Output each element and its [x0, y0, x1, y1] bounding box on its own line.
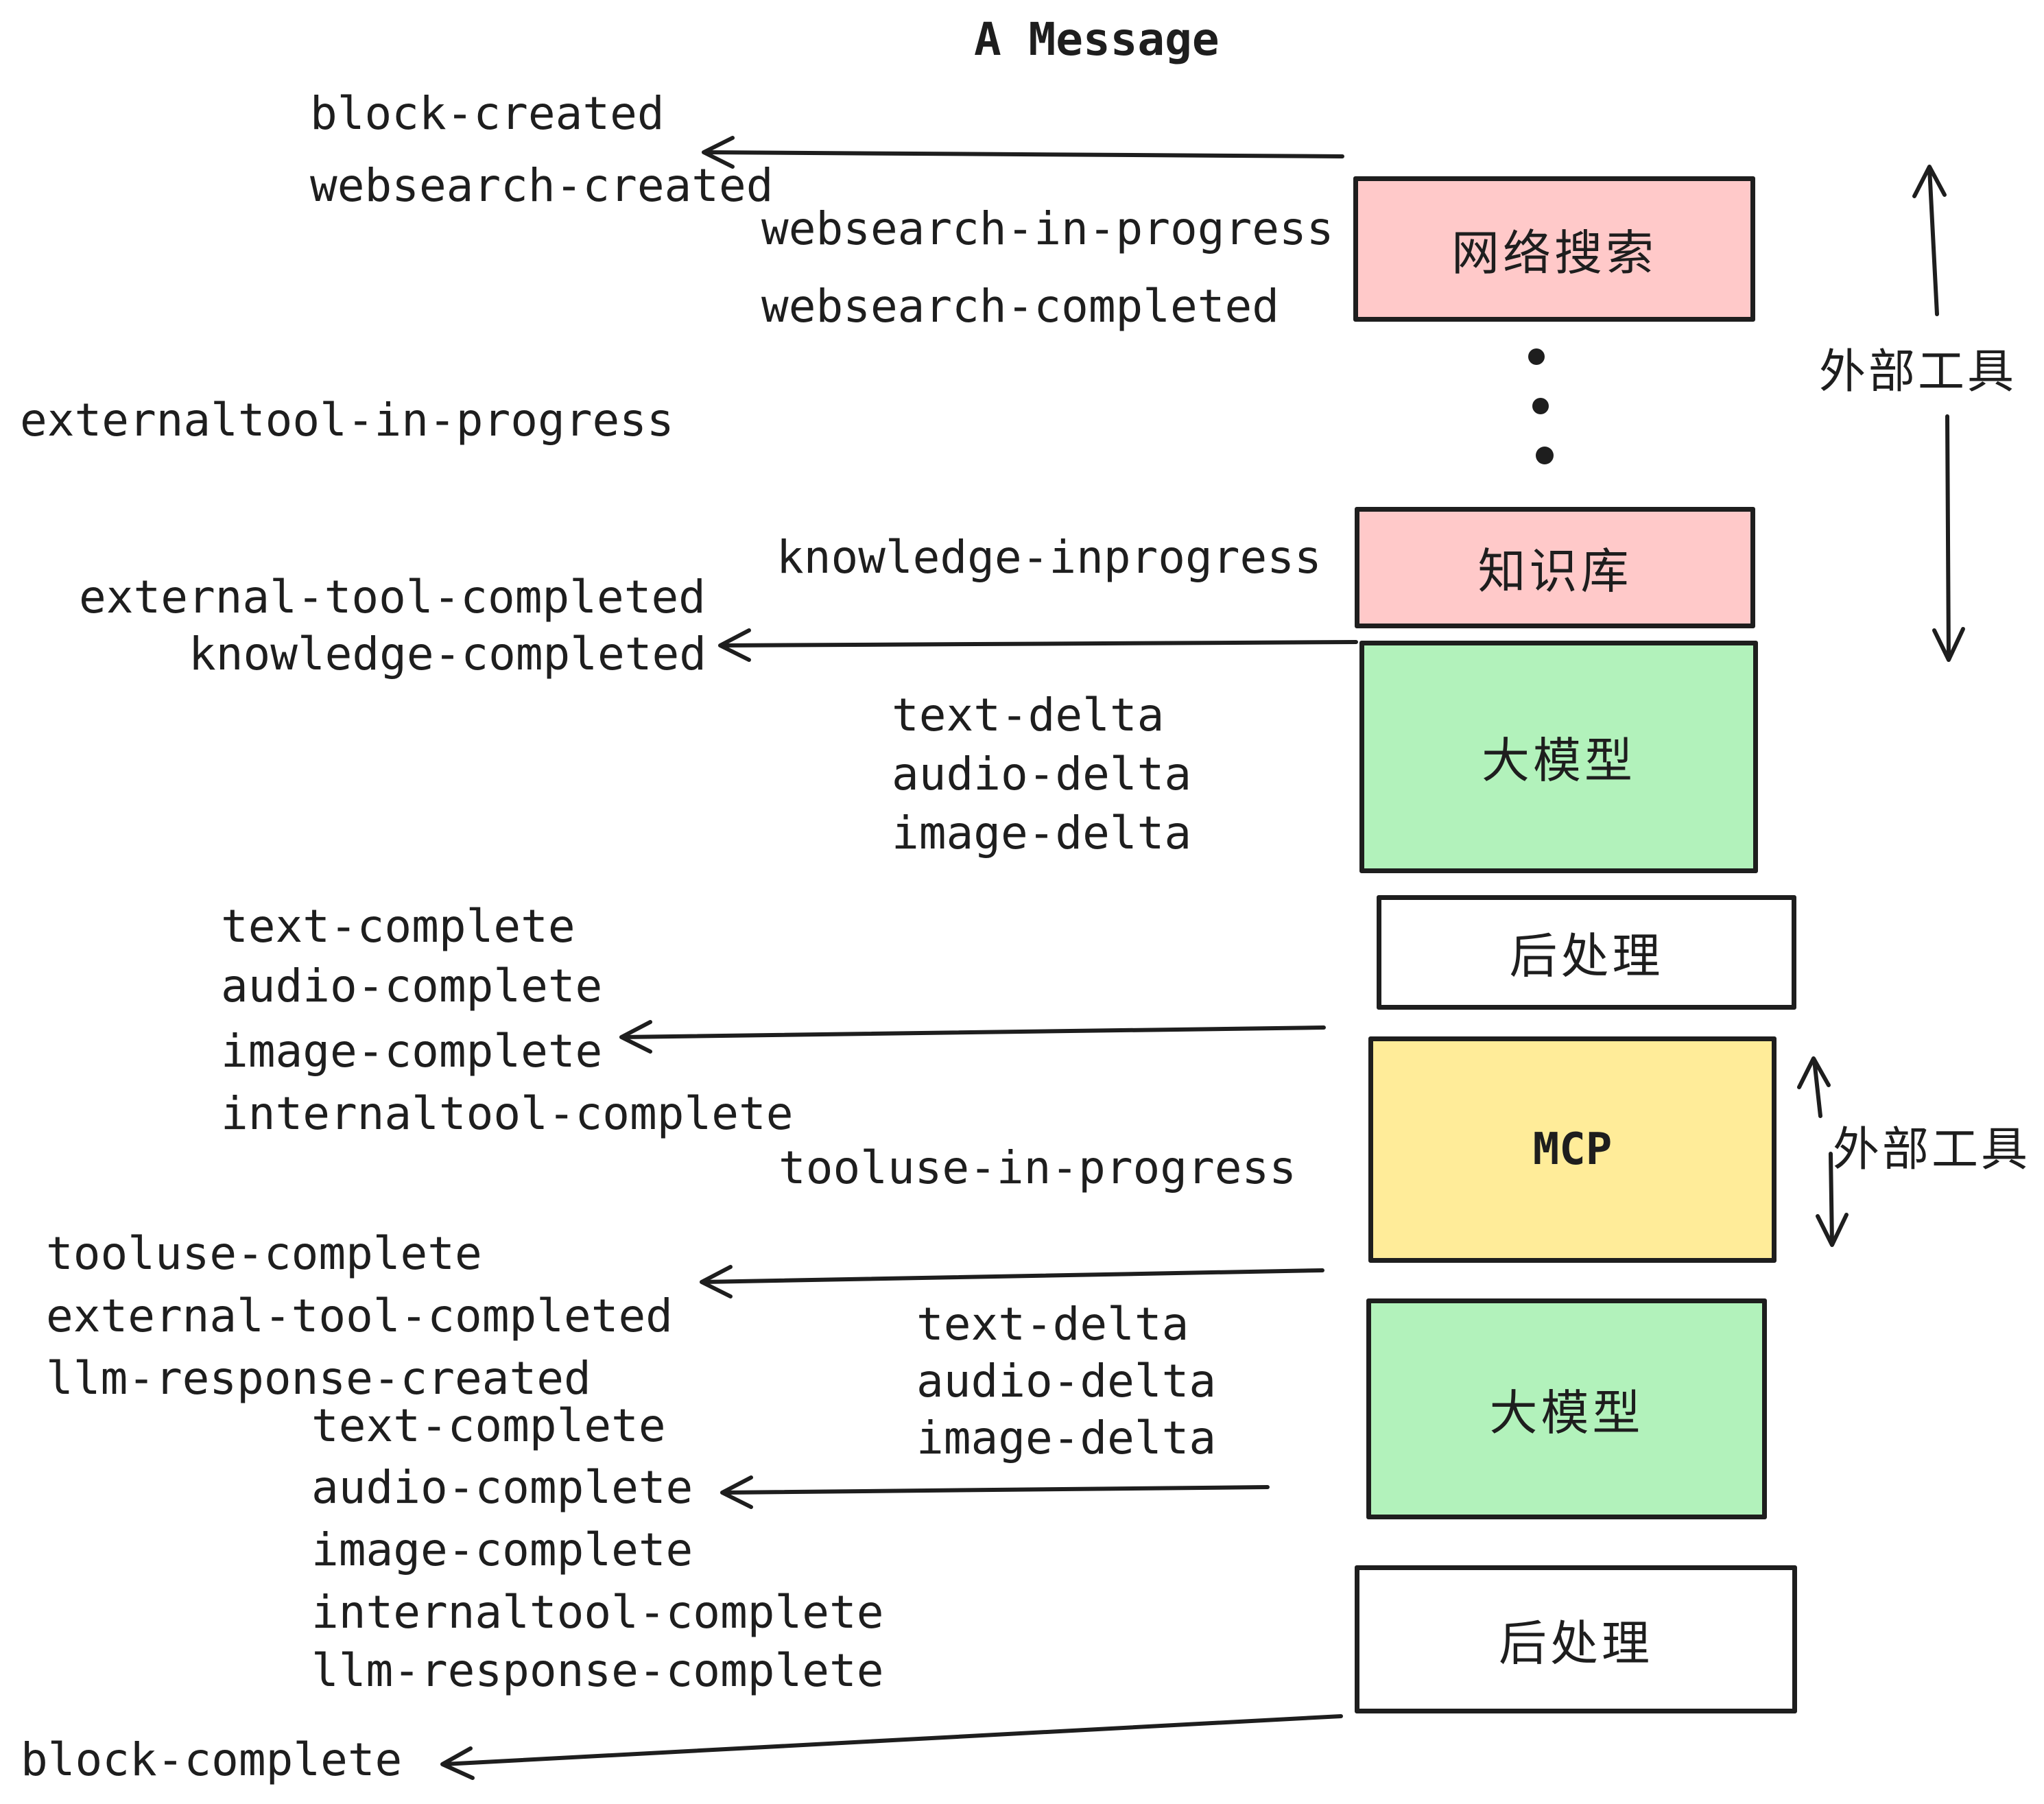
event-image-complete-1: image-complete — [221, 1025, 603, 1078]
event-llm-response-created: llm-response-created — [46, 1352, 591, 1405]
arrow-knowledge-completed-icon — [718, 628, 1358, 662]
arrow-audio-complete-icon — [720, 1475, 1270, 1509]
event-websearch-in-progress: websearch-in-progress — [761, 202, 1334, 255]
event-image-complete-2: image-complete — [311, 1523, 693, 1576]
box-llm-1-label: 大模型 — [1482, 733, 1636, 789]
event-audio-delta-2: audio-delta — [916, 1355, 1217, 1408]
event-audio-complete-1: audio-complete — [221, 960, 603, 1012]
event-text-complete-1: text-complete — [221, 900, 575, 953]
external-tools-down-arrow-top-icon — [1932, 414, 1965, 662]
event-websearch-completed: websearch-completed — [761, 280, 1279, 333]
event-image-delta-2: image-delta — [916, 1412, 1217, 1464]
event-text-delta-2: text-delta — [916, 1298, 1189, 1351]
ellipsis-dots-icon — [1528, 348, 1554, 464]
arrow-block-complete-icon — [440, 1714, 1343, 1780]
event-block-complete: block-complete — [21, 1733, 403, 1786]
event-knowledge-completed: knowledge-completed — [189, 628, 706, 680]
box-llm-1: 大模型 — [1359, 641, 1758, 873]
box-postprocess-1: 后处理 — [1377, 895, 1796, 1010]
event-llm-response-complete: llm-response-complete — [311, 1644, 884, 1697]
event-websearch-created: websearch-created — [310, 159, 774, 212]
event-audio-delta-1: audio-delta — [892, 748, 1192, 800]
arrow-image-complete-icon — [619, 1020, 1326, 1054]
box-llm-2-label: 大模型 — [1489, 1384, 1644, 1441]
event-audio-complete-2: audio-complete — [311, 1461, 693, 1514]
box-postprocess-1-label: 后处理 — [1509, 928, 1664, 984]
event-internaltool-complete-2: internaltool-complete — [311, 1586, 884, 1639]
box-llm-2: 大模型 — [1366, 1298, 1767, 1519]
box-mcp-label: MCP — [1532, 1124, 1613, 1175]
page-title: A Message — [974, 13, 1220, 66]
event-externaltool-in-progress: externaltool-in-progress — [20, 394, 674, 447]
external-tools-label-top: 外部工具 — [1819, 345, 2017, 399]
event-internaltool-complete-1: internaltool-complete — [221, 1087, 794, 1140]
event-block-created: block-created — [310, 87, 665, 140]
external-tools-up-arrow-mid-icon — [1797, 1056, 1831, 1118]
event-tooluse-complete: tooluse-complete — [46, 1227, 482, 1280]
event-image-delta-1: image-delta — [892, 807, 1192, 859]
box-websearch-label: 网络搜索 — [1451, 224, 1657, 281]
arrow-tooluse-complete-icon — [700, 1265, 1324, 1298]
box-knowledge: 知识库 — [1355, 507, 1755, 628]
box-postprocess-2: 后处理 — [1355, 1565, 1797, 1713]
event-external-tool-completed-1: external-tool-completed — [79, 571, 706, 624]
event-text-delta-1: text-delta — [892, 689, 1165, 741]
event-external-tool-completed-2: external-tool-completed — [46, 1290, 673, 1342]
event-knowledge-inprogress: knowledge-inprogress — [776, 531, 1322, 584]
event-text-complete-2: text-complete — [311, 1399, 666, 1452]
box-postprocess-2-label: 后处理 — [1499, 1615, 1653, 1672]
external-tools-up-arrow-top-icon — [1912, 165, 1947, 316]
box-knowledge-label: 知识库 — [1477, 543, 1632, 600]
box-websearch: 网络搜索 — [1353, 176, 1755, 322]
event-tooluse-in-progress: tooluse-in-progress — [779, 1141, 1296, 1194]
external-tools-label-mid: 外部工具 — [1833, 1123, 2031, 1177]
box-mcp: MCP — [1368, 1036, 1776, 1263]
arrow-block-created-icon — [702, 136, 1344, 169]
